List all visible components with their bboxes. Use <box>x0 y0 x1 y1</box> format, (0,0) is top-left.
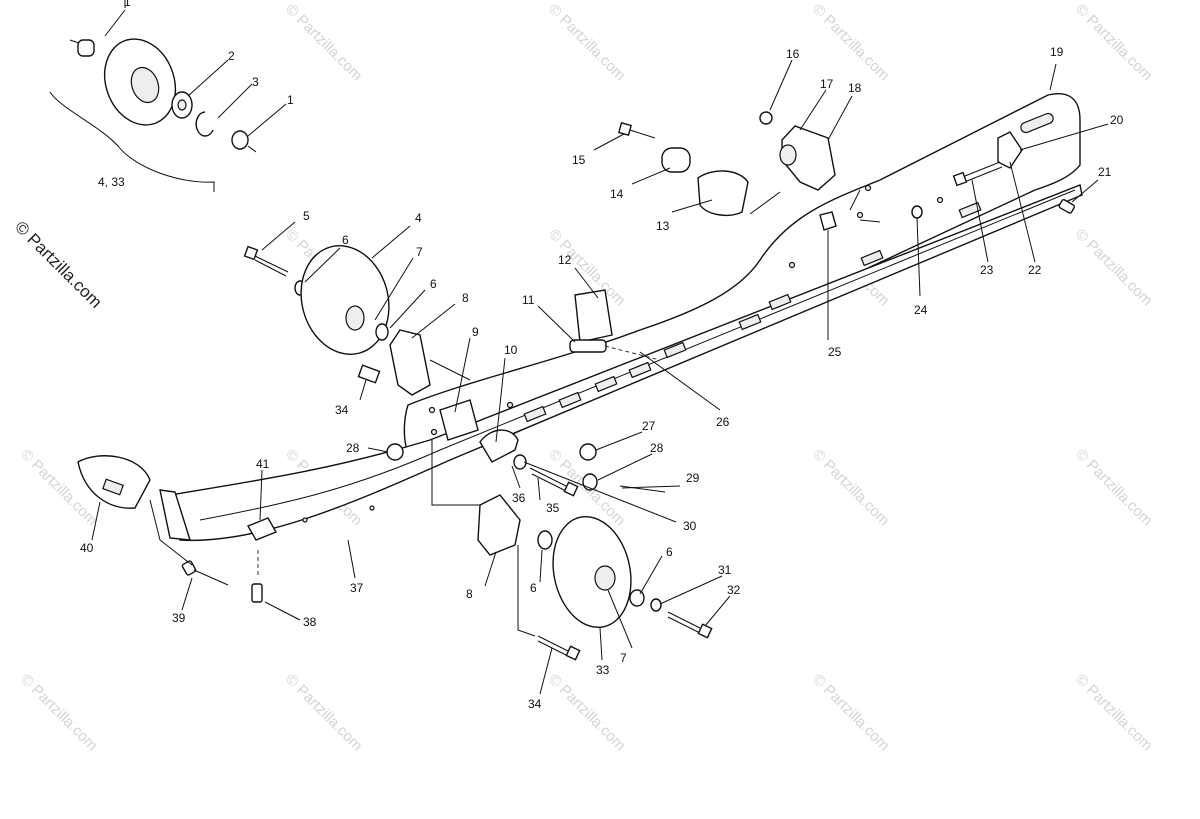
callout-32: 32 <box>727 583 741 597</box>
axle-bracket-part <box>389 329 431 396</box>
callout-14: 14 <box>610 187 624 201</box>
callout-4-33: 4, 33 <box>98 175 125 189</box>
callout-41: 41 <box>256 457 270 471</box>
callout-8: 8 <box>462 291 469 305</box>
leader-lines <box>91 59 1109 695</box>
callout-17: 17 <box>820 77 834 91</box>
callout-33: 33 <box>596 663 610 677</box>
watermark-tile: © Partzilla.com <box>17 671 100 754</box>
callout-11: 11 <box>522 293 535 307</box>
callout-6: 6 <box>430 277 437 291</box>
callout-18: 18 <box>848 81 862 95</box>
callout-31: 31 <box>718 563 732 577</box>
spacer-part <box>77 39 95 57</box>
callout-21: 21 <box>1098 165 1112 179</box>
callout-23: 23 <box>980 263 994 277</box>
callout-26: 26 <box>716 415 730 429</box>
callout-1: 1 <box>287 93 294 107</box>
callout-5: 5 <box>303 209 310 223</box>
callout-27: 27 <box>642 419 656 433</box>
callout-19: 19 <box>1050 45 1064 59</box>
watermark-tile: © Partzilla.com <box>1072 446 1155 529</box>
watermark-side: © Partzilla.com <box>11 217 105 311</box>
callout-15: 15 <box>572 153 586 167</box>
callout-30: 30 <box>683 519 697 533</box>
callout-20: 20 <box>1110 113 1124 127</box>
callouts: 1 2 3 1 4, 33 5 6 4 7 6 8 9 10 11 12 13 … <box>80 0 1124 711</box>
callout-39: 39 <box>172 611 186 625</box>
callout-1: 1 <box>124 0 131 9</box>
callout-16: 16 <box>786 47 800 61</box>
callout-6: 6 <box>342 233 349 247</box>
callout-12: 12 <box>558 253 572 267</box>
callout-6: 6 <box>666 545 673 559</box>
spacer-part <box>231 130 249 150</box>
callout-38: 38 <box>303 615 317 629</box>
callout-37: 37 <box>350 581 364 595</box>
callout-22: 22 <box>1028 263 1042 277</box>
callout-34: 34 <box>335 403 349 417</box>
slide-rail-assembly <box>159 93 1083 542</box>
callout-25: 25 <box>828 345 842 359</box>
callout-3: 3 <box>252 75 259 89</box>
watermark-tile: © Partzilla.com <box>809 446 892 529</box>
snap-ring-part <box>195 111 214 137</box>
rail-tip-part <box>159 489 191 541</box>
callout-13: 13 <box>656 219 670 233</box>
callout-29: 29 <box>686 471 700 485</box>
watermark-tile: © Partzilla.com <box>1072 671 1155 754</box>
lower-wheel-part <box>552 515 632 629</box>
wheel-part <box>300 245 390 355</box>
watermark-tile: © Partzilla.com <box>809 1 892 84</box>
callout-40: 40 <box>80 541 94 555</box>
callout-10: 10 <box>504 343 518 357</box>
callout-36: 36 <box>512 491 526 505</box>
watermark-tile: © Partzilla.com <box>809 671 892 754</box>
callout-4: 4 <box>415 211 422 225</box>
parts <box>77 111 1076 661</box>
watermark-tile: © Partzilla.com <box>545 1 628 84</box>
callout-7: 7 <box>416 245 423 259</box>
callout-9: 9 <box>472 325 479 339</box>
callout-34: 34 <box>528 697 542 711</box>
callout-28: 28 <box>346 441 360 455</box>
callout-24: 24 <box>914 303 928 317</box>
watermark-tile: © Partzilla.com <box>282 671 365 754</box>
callout-8: 8 <box>466 587 473 601</box>
callout-6: 6 <box>530 581 537 595</box>
callout-7: 7 <box>620 651 627 665</box>
watermark-tile: © Partzilla.com <box>1072 1 1155 84</box>
bumper-part <box>697 170 749 217</box>
callout-28: 28 <box>650 441 664 455</box>
inset-wheel-assembly <box>49 0 287 192</box>
callout-2: 2 <box>228 49 235 63</box>
callout-35: 35 <box>546 501 560 515</box>
watermark-tile: © Partzilla.com <box>282 1 365 84</box>
watermark-tile: © Partzilla.com <box>1072 226 1155 309</box>
watermark-tile: © Partzilla.com <box>545 671 628 754</box>
